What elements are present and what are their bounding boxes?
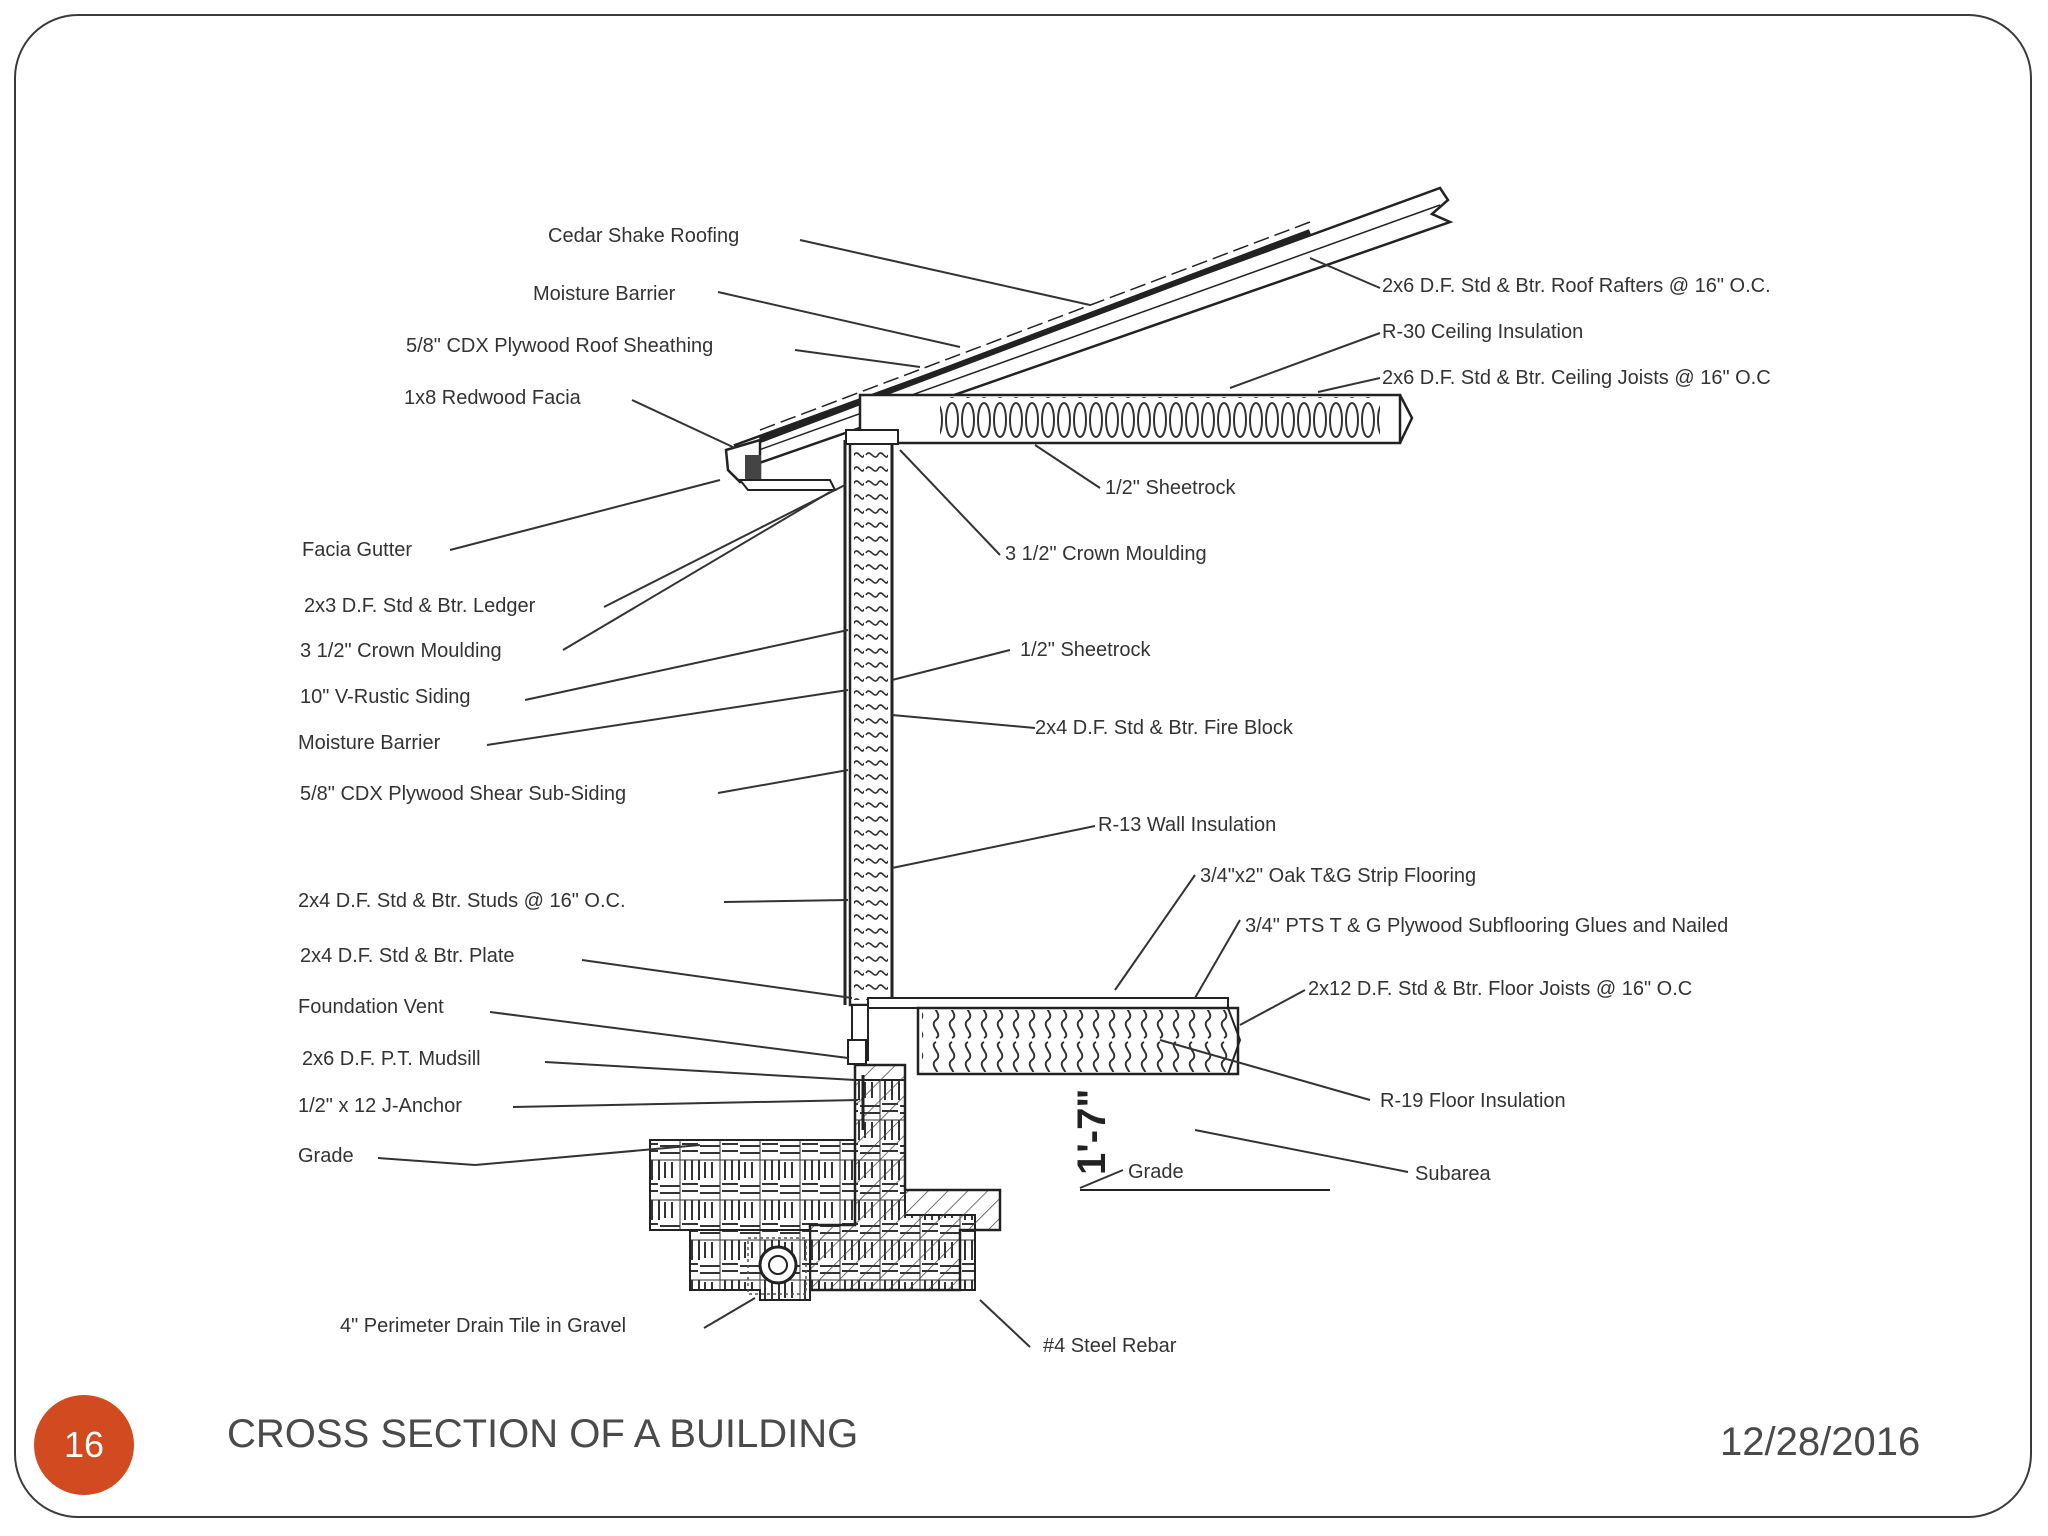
- diagram-labels: Cedar Shake Roofing Moisture Barrier 5/8…: [298, 225, 1771, 1357]
- label-ceiling-insulation: R-30 Ceiling Insulation: [1382, 321, 1583, 343]
- label-studs: 2x4 D.F. Std & Btr. Studs @ 16" O.C.: [298, 890, 626, 912]
- label-facia-gutter: Facia Gutter: [302, 539, 412, 561]
- label-redwood-facia: 1x8 Redwood Facia: [404, 387, 582, 409]
- label-wall-insulation: R-13 Wall Insulation: [1098, 814, 1276, 836]
- label-cedar-shake-roofing: Cedar Shake Roofing: [548, 225, 739, 247]
- label-sheetrock-wall: 1/2" Sheetrock: [1020, 639, 1152, 661]
- label-moisture-barrier-wall: Moisture Barrier: [298, 732, 441, 754]
- label-subarea: Subarea: [1415, 1163, 1491, 1185]
- label-j-anchor: 1/2" x 12 J-Anchor: [298, 1095, 462, 1117]
- label-moisture-barrier-roof: Moisture Barrier: [533, 283, 676, 305]
- label-roof-sheathing: 5/8" CDX Plywood Roof Sheathing: [406, 335, 713, 357]
- label-floor-insulation: R-19 Floor Insulation: [1380, 1090, 1566, 1112]
- label-drain-tile: 4" Perimeter Drain Tile in Gravel: [340, 1315, 626, 1337]
- label-crown-moulding-left: 3 1/2" Crown Moulding: [300, 640, 502, 662]
- slide-date: 12/28/2016: [1720, 1420, 1921, 1464]
- label-crown-moulding-right: 3 1/2" Crown Moulding: [1005, 543, 1207, 565]
- label-roof-rafters: 2x6 D.F. Std & Btr. Roof Rafters @ 16" O…: [1382, 275, 1771, 297]
- slide-frame: [14, 14, 2032, 1518]
- label-fire-block: 2x4 D.F. Std & Btr. Fire Block: [1035, 717, 1294, 739]
- leader-lines: [377, 239, 1409, 1348]
- wall-assembly: [843, 429, 899, 1065]
- label-sheetrock-ceiling: 1/2" Sheetrock: [1105, 477, 1237, 499]
- label-floor-joists: 2x12 D.F. Std & Btr. Floor Joists @ 16" …: [1308, 978, 1692, 1000]
- label-grade-right: Grade: [1128, 1161, 1184, 1183]
- label-strip-flooring: 3/4"x2" Oak T&G Strip Flooring: [1200, 865, 1476, 887]
- foundation: [649, 1063, 1330, 1301]
- label-rustic-siding: 10" V-Rustic Siding: [300, 686, 471, 708]
- label-plate: 2x4 D.F. Std & Btr. Plate: [300, 945, 515, 967]
- ceiling-assembly: [858, 393, 1414, 445]
- floor-assembly: [867, 997, 1242, 1076]
- label-ceiling-joists: 2x6 D.F. Std & Btr. Ceiling Joists @ 16"…: [1382, 367, 1771, 389]
- roof-assembly: [724, 186, 1454, 491]
- label-foundation-vent: Foundation Vent: [298, 996, 444, 1018]
- label-steel-rebar: #4 Steel Rebar: [1043, 1335, 1177, 1357]
- label-mudsill: 2x6 D.F. P.T. Mudsill: [302, 1048, 481, 1070]
- label-grade-left: Grade: [298, 1145, 354, 1167]
- label-subflooring: 3/4" PTS T & G Plywood Subflooring Glues…: [1245, 915, 1728, 937]
- label-ledger: 2x3 D.F. Std & Btr. Ledger: [304, 595, 536, 617]
- page-number-badge: 16: [34, 1395, 134, 1495]
- label-shear-sub-siding: 5/8" CDX Plywood Shear Sub-Siding: [300, 783, 626, 805]
- slide-title: CROSS SECTION OF A BUILDING: [227, 1412, 859, 1456]
- dimension-label: 1'-7": [1070, 1089, 1114, 1175]
